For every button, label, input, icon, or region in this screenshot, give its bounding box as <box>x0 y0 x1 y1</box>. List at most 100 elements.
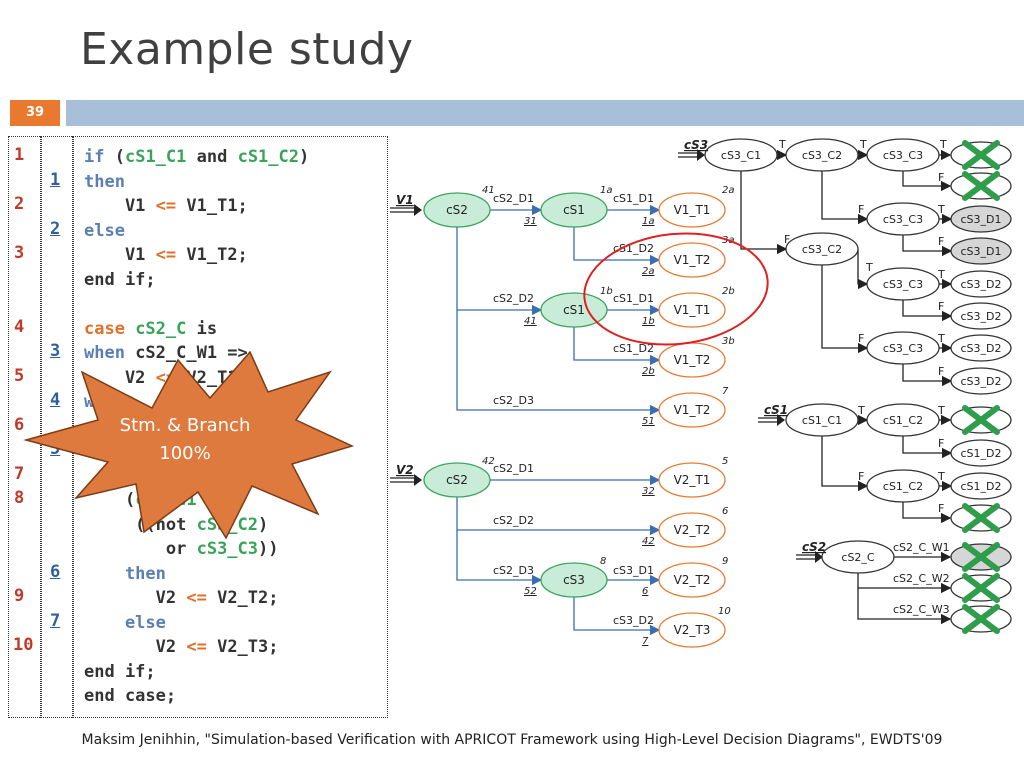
burst-line-2: 100% <box>159 443 211 464</box>
dd-node-label: cS3_D2 <box>961 278 1002 291</box>
code-token: else <box>84 220 125 241</box>
dd-node <box>866 202 940 236</box>
dd-node <box>423 462 491 498</box>
dd-node-label: cS3_C2 <box>802 149 842 162</box>
edge-mark: 2a <box>642 266 655 277</box>
line-number: 6 <box>14 414 25 435</box>
code-token: )) <box>258 539 279 559</box>
edge-label: F <box>938 235 944 248</box>
code-token: <= <box>186 637 207 657</box>
dd-node-label: V2_T3 <box>674 623 711 637</box>
dd-node <box>866 138 940 172</box>
covered-cross-icon <box>962 171 1000 201</box>
code-line: end if; <box>84 660 156 685</box>
code-token: V2 <box>84 637 187 657</box>
code-token: ) <box>299 147 310 167</box>
edge-arrow <box>902 300 953 322</box>
code-line: or cS3_C3)) <box>84 537 279 562</box>
code-token: is <box>186 318 218 339</box>
edge-label: T <box>939 138 947 151</box>
dd-node <box>658 242 726 278</box>
edge-label: F <box>938 437 944 450</box>
cross-stroke <box>962 604 1000 634</box>
dd-node <box>950 472 1012 500</box>
cross-stroke <box>962 140 1000 170</box>
dd-node-label: V2_T1 <box>674 473 711 487</box>
code-line: then <box>84 170 125 195</box>
edge-label: cS3_D1 <box>613 564 654 577</box>
edge-mark: 51 <box>642 416 655 427</box>
dd-node-label: cS1_C2 <box>883 480 923 493</box>
edge-mark: 7 <box>722 386 729 397</box>
root-arrow-head <box>777 414 785 426</box>
edge-label: F <box>938 300 944 313</box>
dd-node-label: cS2_C <box>841 551 875 564</box>
root-label: cS2 <box>802 540 826 554</box>
dd-node-label: V2_T2 <box>674 573 711 587</box>
code-token: V2_T2; <box>206 588 279 608</box>
dd-node <box>658 512 726 548</box>
edge-label: cS2_D3 <box>493 394 534 407</box>
root-arrow-head <box>815 551 823 563</box>
edge-label: cS2_C_W3 <box>893 603 950 616</box>
dd-node <box>866 331 940 365</box>
code-token: cS1_C1 <box>124 147 187 167</box>
dd-node-label: V1_T1 <box>674 303 711 317</box>
dd-node-label: cS3_C3 <box>883 342 923 355</box>
edge-mark: 3b <box>722 336 735 347</box>
edge-arrow <box>573 327 661 366</box>
code-token: <= <box>186 588 207 608</box>
branch-number: 1 <box>50 169 61 190</box>
branch-number: 6 <box>50 561 61 582</box>
highlight-ellipse <box>583 232 769 346</box>
edge-label: cS2_C_W1 <box>893 541 950 554</box>
dd-node-label: cS3_C2 <box>802 243 842 256</box>
code-token: end if; <box>84 661 156 682</box>
dd-node <box>785 138 859 172</box>
edge-mark: 41 <box>524 316 537 327</box>
dd-node <box>866 267 940 301</box>
dd-node-label: cS3_D2 <box>961 375 1002 388</box>
code-token: <= <box>155 245 177 265</box>
code-line: else <box>84 219 125 244</box>
code-line: if (cS1_C1 and cS1_C2) <box>84 145 309 170</box>
dd-node-label: cS1 <box>563 303 585 317</box>
code-token: end if; <box>84 269 156 290</box>
edge-label: cS2_D3 <box>493 564 534 577</box>
dd-node-label: V1_T2 <box>674 403 711 417</box>
line-number: 3 <box>14 243 25 263</box>
edge-arrow <box>821 171 869 225</box>
code-line: V1 <= V1_T1; <box>84 194 248 219</box>
edge-arrow <box>456 310 661 416</box>
branch-number: 2 <box>50 218 61 239</box>
edge-arrow <box>902 502 952 524</box>
dd-node-label: cS3 <box>563 573 585 587</box>
edge-mark: 2b <box>642 366 655 377</box>
cross-stroke <box>962 405 1000 435</box>
edge-mark: 1b <box>642 316 655 327</box>
edge-label: cS1_D2 <box>613 242 654 255</box>
root-label: cS1 <box>764 403 788 417</box>
line-number: 5 <box>14 365 25 386</box>
edge-label: F <box>938 502 944 515</box>
edge-label: cS2_D1 <box>493 192 534 205</box>
line-number: 2 <box>14 194 25 214</box>
edge-mark: 1a <box>600 185 613 196</box>
edge-arrow <box>902 171 952 192</box>
edge-arrow <box>821 265 869 354</box>
covered-cross-icon <box>962 542 1000 572</box>
code-line: case cS2_C is <box>84 317 217 342</box>
root-label: V1 <box>396 193 414 207</box>
edge-arrow <box>857 249 869 290</box>
dd-node-label: cS2 <box>446 473 468 487</box>
code-line: else <box>84 611 166 636</box>
edge-label: cS2_D1 <box>493 462 534 475</box>
dd-node <box>785 403 859 437</box>
dd-node-label: V1_T2 <box>674 353 711 367</box>
dd-node <box>658 392 726 428</box>
edge-label: F <box>938 171 944 184</box>
root-label: V2 <box>396 463 414 477</box>
root-arrow-head <box>414 204 422 216</box>
dd-node <box>866 403 940 437</box>
edge-mark: 8 <box>600 556 606 567</box>
